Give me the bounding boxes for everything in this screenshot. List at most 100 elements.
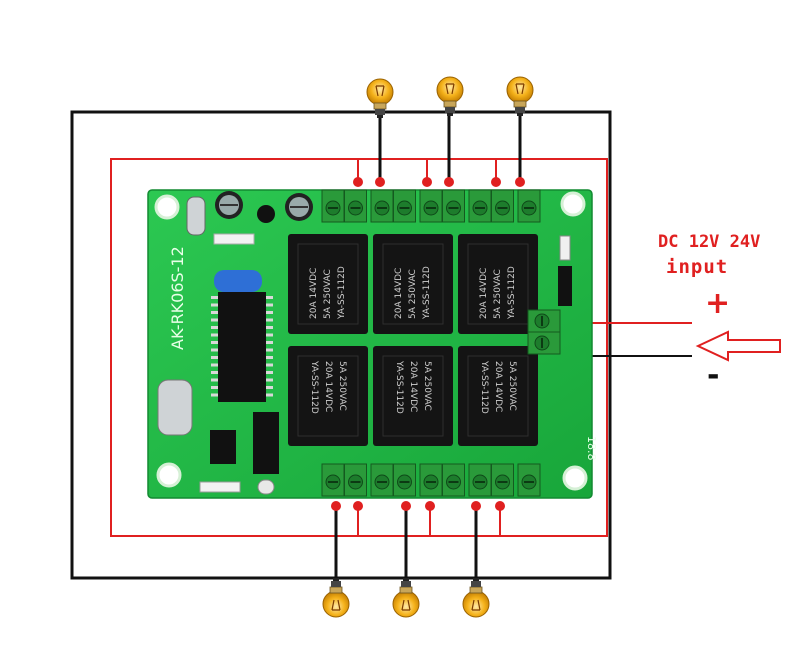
mount-hole: [560, 191, 586, 217]
bottom-terminal-block: [321, 463, 541, 497]
screw-terminal-icon: [441, 463, 466, 497]
ic-pin: [266, 341, 273, 344]
mount-hole: [562, 465, 588, 491]
relay-label: 5A 250VAC: [408, 269, 418, 319]
oscillator: [157, 379, 193, 436]
ic-pin: [211, 393, 218, 397]
relay-label: 20A 14VDC: [309, 268, 319, 319]
blue-capacitor: [214, 270, 262, 292]
screw-terminal-icon: [468, 463, 492, 497]
crystal: [186, 196, 206, 236]
live-wire-loop: [110, 158, 608, 537]
relay-label: YA-SS-112D: [309, 360, 319, 414]
screw-terminal-icon: [321, 189, 345, 223]
screw-terminal-icon: [517, 463, 541, 497]
ic-pin: [266, 326, 273, 329]
resistor: [559, 235, 571, 261]
relay: 5A 250VAC 20A 14VDC YA-SS-112D: [372, 345, 454, 447]
input-voltage-label: DC 12V 24V: [658, 232, 761, 252]
screw-terminal-icon: [419, 463, 443, 497]
relay-label: 20A 14VDC: [394, 268, 404, 319]
ic-pin: [266, 311, 273, 314]
relay: 20A 14VDC 5A 250VAC YA-SS-112D: [372, 233, 454, 335]
ic-pin: [211, 348, 218, 352]
relay-label: YA-SS-112D: [337, 266, 347, 320]
relay-label: 5A 250VAC: [422, 361, 432, 411]
ic-pin: [266, 318, 273, 322]
mount-hole: [156, 462, 182, 488]
capacitor: [215, 191, 243, 219]
small-component: [213, 233, 255, 245]
ic-pin: [266, 386, 273, 389]
ic-pin: [211, 378, 218, 382]
capacitor: [285, 193, 313, 221]
screw-terminal-icon: [392, 463, 417, 497]
positive-sign: +: [705, 286, 731, 321]
relay-group: 20A 14VDC 5A 250VAC YA-SS-112D 20A 14VDC 5A …: [287, 233, 539, 447]
common-wire-loop: [70, 110, 612, 580]
relay-label: YA-SS-112D: [422, 266, 432, 320]
relay-label: YA-SS-112D: [507, 266, 517, 320]
mount-hole: [154, 194, 180, 220]
relay-label: 5A 250VAC: [323, 269, 333, 319]
ic-pin: [211, 333, 218, 337]
relay-label: 20A 14VDC: [479, 268, 489, 319]
ic-pin: [211, 356, 218, 359]
screw-terminal-icon: [343, 463, 368, 497]
ic-pin: [211, 326, 218, 329]
ic-pin: [211, 341, 218, 344]
input-label: input: [666, 256, 729, 278]
ic-pins: [211, 296, 273, 397]
ic-pin: [211, 311, 218, 314]
ic-pin: [266, 356, 273, 359]
light-bulb-icon: [436, 76, 464, 117]
ic-pin: [266, 371, 273, 374]
top-terminal-dots: [353, 177, 525, 187]
top-terminal-block: [321, 189, 541, 223]
ic-pin: [211, 296, 218, 299]
negative-sign: -: [707, 358, 720, 393]
ic-pin: [266, 303, 273, 307]
diode: [558, 266, 572, 306]
ic-pin: [266, 296, 273, 299]
relay-label: 20A 14VDC: [408, 361, 418, 412]
ic-pin: [211, 363, 218, 367]
relay-label: 20A 14VDC: [493, 361, 503, 412]
small-ic: [210, 430, 236, 464]
board-model-text: AK-RK06S-12: [168, 246, 187, 350]
bottom-terminal-dots: [331, 501, 505, 511]
board-side-mark: 18.8: [585, 436, 598, 461]
led: [257, 479, 275, 495]
arrow-left-icon: [695, 330, 781, 362]
ic-pin: [266, 348, 273, 352]
screw-terminal-icon: [468, 189, 492, 223]
screw-terminal-icon: [490, 463, 515, 497]
screw-terminal-icon: [392, 189, 417, 223]
screw-terminal-icon: [419, 189, 443, 223]
screw-terminal-icon: [441, 189, 466, 223]
power-terminal: [527, 309, 561, 355]
bottom-wiring: [334, 506, 501, 580]
relay: 20A 14VDC 5A 250VAC YA-SS-112D: [287, 233, 369, 335]
relay-label: 5A 250VAC: [337, 361, 347, 411]
ic-pin: [211, 371, 218, 374]
light-bulb-icon: [322, 577, 350, 618]
ic-pin: [266, 378, 273, 382]
ic-pin: [211, 318, 218, 322]
ic-pin: [211, 386, 218, 389]
screw-terminal-icon: [321, 463, 345, 497]
transistor: [257, 205, 275, 223]
relay-label: 5A 250VAC: [507, 361, 517, 411]
small-ic: [253, 412, 279, 474]
top-wiring: [357, 108, 522, 182]
fuse: [199, 481, 241, 493]
screw-terminal-icon: [370, 189, 394, 223]
light-bulb-icon: [462, 577, 490, 618]
relay-label: YA-SS-112D: [394, 360, 404, 414]
ic-pin: [266, 363, 273, 367]
ic-pin: [211, 303, 218, 307]
